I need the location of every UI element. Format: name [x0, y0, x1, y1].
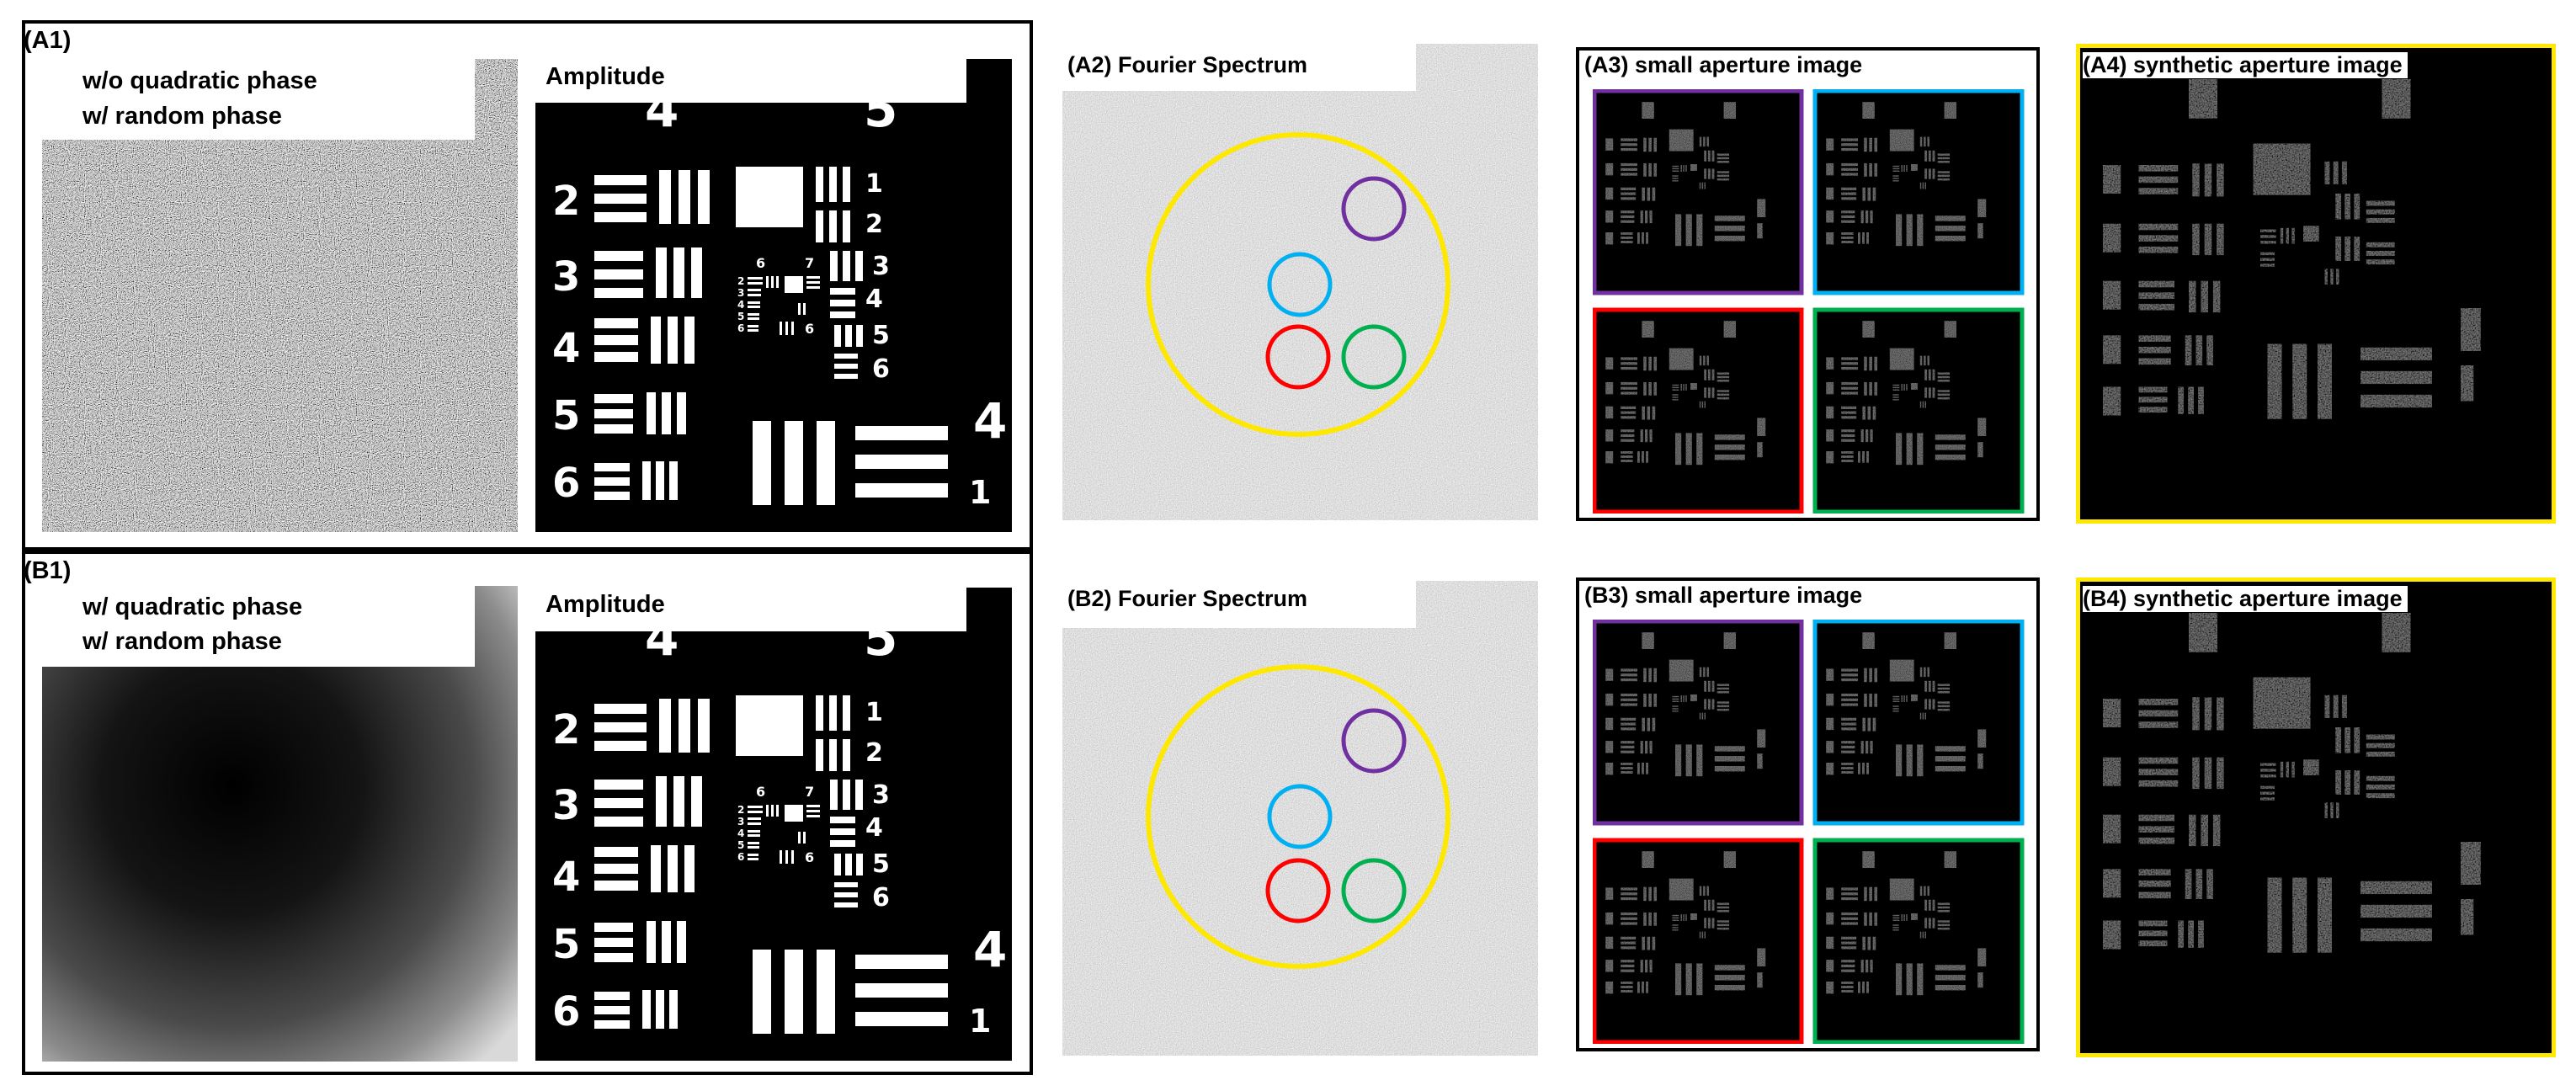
svg-text:6: 6: [872, 354, 890, 384]
svg-text:1: 1: [865, 698, 883, 727]
svg-text:5: 5: [552, 392, 580, 439]
svg-text:4: 4: [645, 609, 679, 667]
svg-text:4: 4: [973, 921, 1007, 978]
svg-text:6: 6: [552, 460, 580, 507]
svg-text:2: 2: [737, 275, 744, 287]
svg-text:4: 4: [737, 299, 744, 311]
phase-label-a1-line1: w/o quadratic phase: [82, 67, 317, 94]
synthetic-aperture-image-a4: [2080, 48, 2552, 519]
aperture-overlay-b2: [1146, 664, 1450, 969]
svg-text:2: 2: [865, 210, 883, 239]
svg-text:4: 4: [865, 813, 883, 843]
svg-text:5: 5: [864, 609, 897, 667]
svg-text:6: 6: [805, 321, 814, 337]
svg-text:7: 7: [805, 255, 814, 271]
svg-text:5: 5: [737, 311, 744, 322]
svg-text:6: 6: [872, 883, 890, 913]
random-phase-image-a1: [42, 59, 518, 532]
svg-text:3: 3: [872, 780, 890, 810]
phase-label-a1-line2: w/ random phase: [82, 103, 282, 130]
svg-text:5: 5: [864, 81, 897, 138]
panel-b4-label: (B4) synthetic aperture image: [2083, 586, 2408, 613]
synthetic-aperture-image-b4: [2080, 582, 2552, 1053]
panel-a3-label: (A3) small aperture image: [1584, 52, 1863, 79]
svg-text:3: 3: [552, 253, 580, 301]
svg-text:5: 5: [872, 849, 890, 879]
amplitude-label-b1: Amplitude: [546, 591, 665, 618]
svg-text:6: 6: [737, 322, 744, 334]
amplitude-label-a1: Amplitude: [546, 63, 665, 90]
amplitude-chart-a1: 4 5 2 3 4 5 6 1 2 3 4 5 6 4 1 6 7: [535, 59, 1012, 532]
synthetic-aperture-circle: [1146, 132, 1450, 437]
svg-text:2: 2: [552, 706, 580, 753]
panel-a4-label: (A4) synthetic aperture image: [2083, 52, 2408, 79]
small-aperture-grid-b3: [1593, 620, 2025, 1044]
svg-text:2: 2: [552, 178, 580, 225]
panel-b2-label: (B2) Fourier Spectrum: [1067, 586, 1308, 613]
svg-text:7: 7: [805, 784, 814, 800]
svg-text:6: 6: [737, 851, 744, 863]
svg-text:5: 5: [872, 321, 890, 350]
aperture-blue: [1267, 252, 1333, 317]
phase-label-b1-line1: w/ quadratic phase: [82, 593, 303, 620]
svg-text:4: 4: [973, 392, 1007, 450]
svg-text:5: 5: [737, 839, 744, 851]
svg-text:3: 3: [552, 782, 580, 829]
svg-text:1: 1: [865, 169, 883, 199]
svg-text:6: 6: [552, 988, 580, 1035]
svg-text:4: 4: [552, 854, 580, 901]
quadratic-phase-image-b1: [42, 586, 518, 1062]
svg-text:6: 6: [805, 849, 814, 865]
svg-text:4: 4: [737, 828, 744, 839]
svg-text:4: 4: [865, 285, 883, 314]
aperture-green: [1341, 324, 1407, 390]
panel-b3-label: (B3) small aperture image: [1584, 583, 1863, 609]
svg-text:3: 3: [872, 252, 890, 281]
svg-text:5: 5: [552, 921, 580, 968]
aperture-overlay-a2: [1146, 132, 1450, 437]
panel-b1-tag: (B1): [24, 557, 72, 584]
small-aperture-grid-a3: [1593, 89, 2025, 514]
svg-text:2: 2: [865, 738, 883, 768]
svg-text:3: 3: [737, 816, 744, 828]
svg-text:3: 3: [737, 287, 744, 299]
aperture-purple: [1341, 176, 1407, 242]
svg-text:4: 4: [552, 325, 580, 372]
phase-label-b1-line2: w/ random phase: [82, 628, 282, 655]
svg-text:6: 6: [756, 255, 765, 271]
svg-text:2: 2: [737, 804, 744, 816]
svg-text:6: 6: [756, 784, 765, 800]
aperture-red: [1265, 324, 1331, 390]
amplitude-chart-b1: 4 5 2 3 4 5 6 1 2 3 4 5 6 4 1 6 7 234: [535, 588, 1012, 1061]
svg-text:1: 1: [969, 1003, 991, 1040]
svg-text:4: 4: [645, 81, 679, 138]
panel-a2-label: (A2) Fourier Spectrum: [1067, 52, 1308, 79]
svg-text:1: 1: [969, 474, 991, 511]
panel-a1-tag: (A1): [24, 27, 72, 54]
